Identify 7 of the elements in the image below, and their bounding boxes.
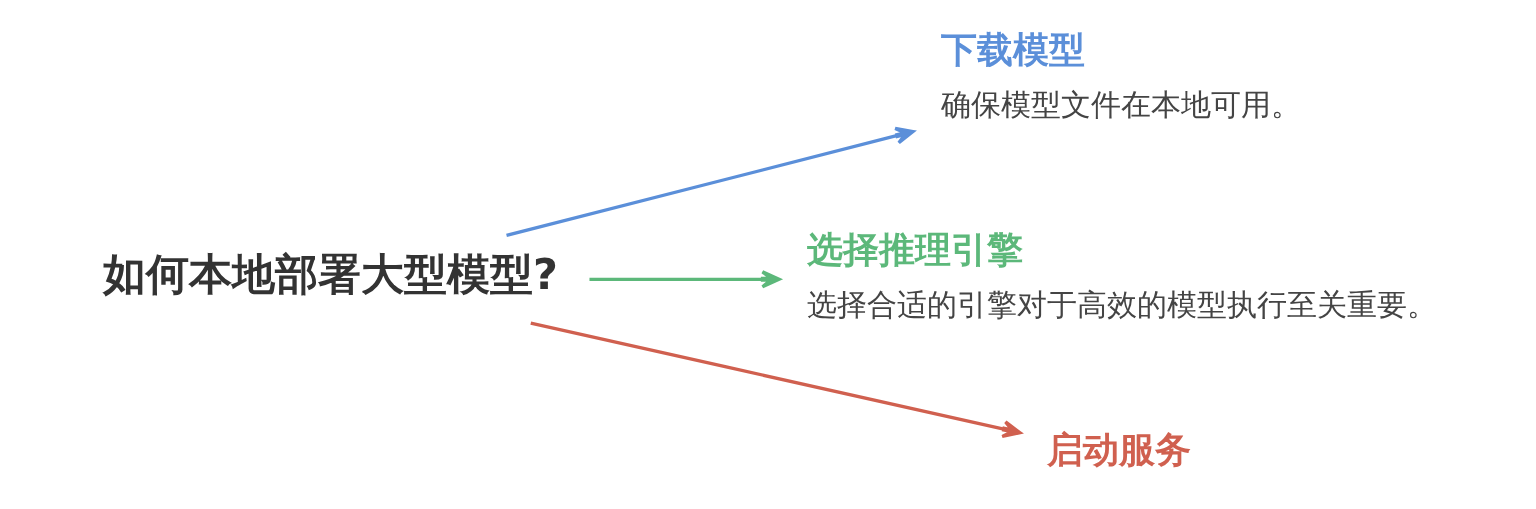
node-text: 选择推理引擎 选择合适的引擎对于高效的模型执行至关重要。 <box>806 228 1437 322</box>
arrow <box>530 321 1022 439</box>
node-text: 如何本地部署大型模型? <box>103 248 559 299</box>
node-text: 下载模型 确保模型文件在本地可用。 <box>940 27 1301 122</box>
node-text: 启动服务 <box>1046 428 1191 472</box>
arrow <box>589 270 781 289</box>
arrow <box>506 126 915 237</box>
